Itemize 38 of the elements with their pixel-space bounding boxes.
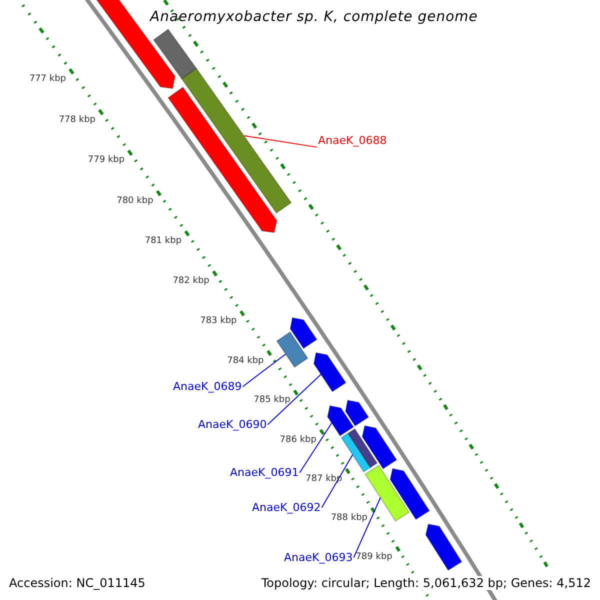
gene-block bbox=[347, 428, 378, 468]
gene-block bbox=[327, 405, 354, 436]
gene-block bbox=[290, 317, 318, 350]
gene-label: AnaeK_0692 bbox=[252, 501, 321, 514]
scale-label: 780 kbp bbox=[116, 196, 154, 207]
gene-block bbox=[362, 425, 398, 470]
gene-block bbox=[313, 352, 346, 392]
gene-block bbox=[276, 331, 308, 368]
gene-label: AnaeK_0693 bbox=[284, 551, 353, 564]
scale-label: 788 kbp bbox=[330, 512, 368, 524]
leader-line bbox=[244, 135, 318, 148]
leader-line bbox=[321, 454, 354, 508]
gene-block bbox=[181, 68, 292, 214]
accession-text: Accession: NC_011145 bbox=[9, 576, 146, 590]
gene-label: AnaeK_0690 bbox=[198, 418, 267, 432]
genome-info-text: Topology: circular; Length: 5,061,632 bp; Genes: 4,512 bbox=[261, 576, 591, 590]
scale-label: 784 kbp bbox=[227, 356, 264, 367]
scale-label: 786 kbp bbox=[280, 434, 316, 446]
gene-block bbox=[152, 28, 197, 80]
map-title: Anaeromyxobacter sp. K, complete genome bbox=[150, 9, 478, 26]
gene-block bbox=[344, 400, 370, 427]
scale-label: 778 kbp bbox=[58, 114, 96, 126]
leader-line bbox=[242, 354, 286, 388]
scale-label: 785 kbp bbox=[254, 395, 290, 406]
scale-label: 781 kbp bbox=[144, 236, 182, 247]
scale-label: 789 kbp bbox=[356, 552, 392, 562]
scale-label: 777 kbp bbox=[29, 74, 66, 85]
gene-block bbox=[425, 524, 462, 571]
gene-label: AnaeK_0689 bbox=[173, 380, 242, 394]
scale-label: 779 kbp bbox=[88, 155, 125, 166]
gene-block bbox=[390, 468, 430, 520]
gene-label: AnaeK_0688 bbox=[318, 134, 387, 148]
gene-label: AnaeK_0691 bbox=[230, 466, 299, 480]
leader-line bbox=[267, 374, 322, 426]
scale-label: 783 kbp bbox=[200, 316, 237, 327]
gene-block bbox=[168, 86, 278, 234]
leader-line bbox=[299, 422, 332, 474]
scale-label: 782 kbp bbox=[172, 276, 210, 287]
